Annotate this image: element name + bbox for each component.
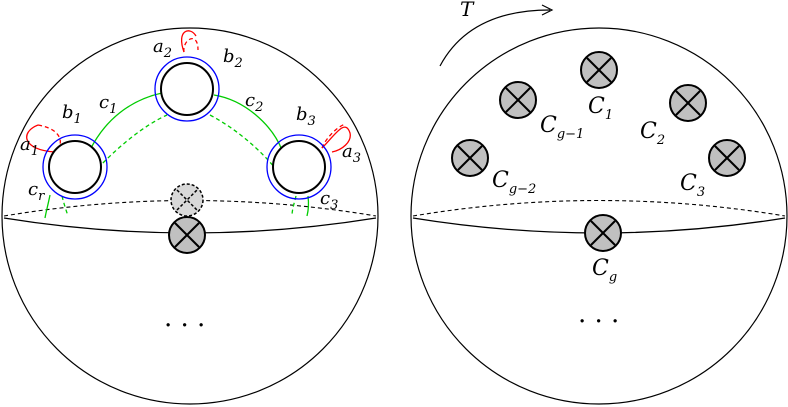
right-equator-back [412, 199, 786, 217]
svg-text:b2: b2 [223, 46, 243, 71]
b2-curve [154, 56, 220, 122]
svg-text:a3: a3 [342, 141, 361, 166]
a2-curve-front [181, 30, 197, 53]
label-C3: C [680, 171, 697, 196]
label-Cg2: C [492, 168, 509, 193]
svg-text:c3: c3 [320, 188, 338, 213]
svg-text:C3: C3 [680, 171, 705, 200]
map-arrow-head [541, 4, 554, 16]
label-a2-sub: 2 [163, 46, 172, 61]
svg-text:Cg−2: Cg−2 [492, 168, 536, 197]
back-crosscap [170, 183, 204, 217]
svg-text:b1: b1 [62, 102, 82, 127]
crosscap-Cg-2 [451, 139, 489, 177]
label-c1-sub: 1 [109, 102, 117, 117]
label-a3-sub: 3 [353, 151, 361, 166]
label-Cg-sub: g [609, 270, 617, 285]
label-C1-sub: 1 [605, 108, 613, 123]
label-Cg1-sub: g−1 [557, 127, 585, 142]
a2-curve-back [183, 38, 199, 53]
svg-text:Cg: Cg [592, 256, 617, 285]
svg-text:b3: b3 [296, 104, 316, 129]
label-b2-sub: 2 [234, 56, 243, 71]
hole-1 [42, 134, 108, 200]
a3-curve-front [321, 126, 351, 153]
hole-3 [266, 134, 332, 200]
left-sphere-outline [1, 27, 379, 405]
label-a3: a [342, 141, 353, 162]
label-c2-sub: 2 [254, 100, 263, 115]
right-ellipsis: . . . [578, 299, 619, 329]
label-b1-sub: 1 [74, 112, 82, 127]
svg-text:c2: c2 [245, 90, 263, 115]
crosscap-Cg [584, 214, 622, 252]
svg-text:C2: C2 [640, 119, 665, 148]
front-crosscap [168, 216, 206, 254]
svg-text:Cg−1: Cg−1 [540, 113, 584, 142]
label-Cg2-sub: g−2 [509, 182, 537, 197]
left-ellipsis: . . . [164, 303, 205, 333]
crosscap-C3 [708, 139, 746, 177]
label-Cg: C [592, 256, 609, 281]
map-label-T: T [460, 0, 475, 21]
right-sphere-outline [410, 27, 788, 405]
svg-text:a1: a1 [20, 134, 39, 159]
hole-1-boundary [48, 140, 102, 194]
label-b2: b [223, 46, 235, 67]
crosscap-C1 [580, 51, 618, 89]
label-cr: c [28, 179, 38, 200]
label-C1: C [588, 94, 605, 119]
label-cr-sub: r [38, 189, 45, 204]
label-c1: c [99, 92, 109, 113]
b1-curve [42, 134, 108, 200]
svg-text:cr: cr [28, 179, 45, 204]
label-b3: b [296, 104, 308, 125]
label-b3-sub: 3 [308, 114, 316, 129]
label-Cg1: C [540, 113, 557, 138]
label-C2-sub: 2 [656, 133, 665, 148]
map-arrow: T [439, 0, 554, 67]
left-surface: a2 b2 c1 c2 b1 b3 a1 a3 cr c3 . . . [1, 27, 379, 405]
label-c3-sub: 3 [330, 198, 338, 213]
label-c3: c [320, 188, 330, 209]
hole-2 [154, 56, 220, 122]
map-arrow-curve [439, 9, 551, 67]
right-surface: C1 Cg−1 C2 Cg−2 C3 Cg . . . [410, 27, 788, 405]
a1-curve-back [37, 124, 61, 146]
b3-curve [266, 134, 332, 200]
label-c2: c [245, 90, 255, 111]
label-a2: a [153, 36, 164, 57]
label-C3-sub: 3 [697, 185, 705, 200]
label-b1: b [62, 102, 74, 123]
label-a1: a [20, 134, 31, 155]
svg-text:c1: c1 [99, 92, 117, 117]
svg-text:a2: a2 [153, 36, 172, 61]
left-equator-back [3, 199, 377, 217]
label-a1-sub: 1 [31, 144, 39, 159]
hole-2-boundary [160, 62, 214, 116]
label-C2: C [640, 119, 657, 144]
svg-text:C1: C1 [588, 94, 613, 123]
hole-3-boundary [272, 140, 326, 194]
crosscap-Cg-1 [499, 81, 537, 119]
crosscap-C2 [669, 84, 707, 122]
